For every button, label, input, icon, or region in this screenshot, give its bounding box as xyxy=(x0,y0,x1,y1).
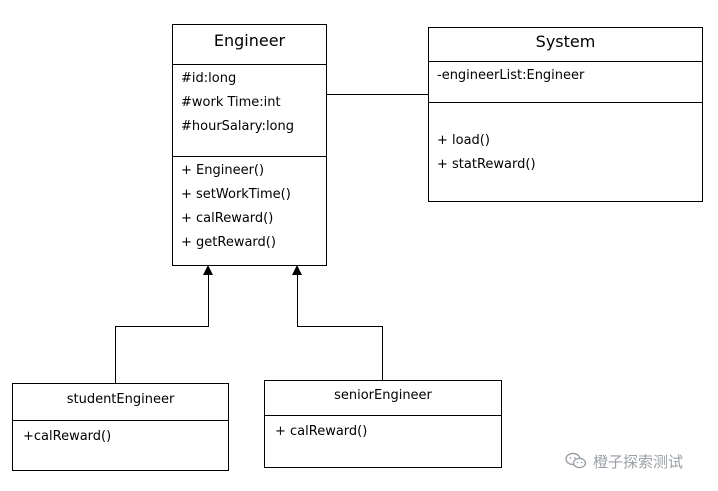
senior-engineer-method: + calReward() xyxy=(275,424,368,439)
system-attributes: -engineerList:Engineer xyxy=(429,62,702,103)
engineer-attributes: #id:long #work Time:int #hourSalary:long xyxy=(173,65,326,157)
student-engineer-methods: +calReward() xyxy=(13,421,228,449)
senior-engineer-methods: + calReward() xyxy=(265,416,501,444)
system-class-name: System xyxy=(429,28,702,62)
watermark-text: 橙子探索测试 xyxy=(593,452,684,471)
senior-engineer-class: seniorEngineer + calReward() xyxy=(264,380,502,468)
system-method: + statReward() xyxy=(437,157,536,172)
engineer-method: + Engineer() xyxy=(181,163,265,178)
senior-engineer-class-name: seniorEngineer xyxy=(265,381,501,416)
engineer-attribute: #work Time:int xyxy=(181,95,281,110)
engineer-method: + calReward() xyxy=(181,211,274,226)
student-generalization-arrowhead xyxy=(203,265,213,275)
engineer-attribute: #hourSalary:long xyxy=(181,119,294,134)
system-class: System -engineerList:Engineer + load() +… xyxy=(428,27,703,202)
system-attribute: -engineerList:Engineer xyxy=(437,68,585,83)
wechat-icon xyxy=(565,452,587,470)
student-generalization-vertical-bottom xyxy=(115,326,116,384)
engineer-attribute: #id:long xyxy=(181,71,237,86)
student-engineer-class: studentEngineer +calReward() xyxy=(12,383,229,471)
student-engineer-class-name: studentEngineer xyxy=(13,384,228,421)
association-line xyxy=(327,94,428,95)
student-generalization-vertical-top xyxy=(208,274,209,327)
engineer-methods: + Engineer() + setWorkTime() + calReward… xyxy=(173,157,326,255)
senior-generalization-vertical-top xyxy=(297,274,298,327)
engineer-method: + getReward() xyxy=(181,235,276,250)
engineer-class-name: Engineer xyxy=(173,25,326,65)
engineer-class: Engineer #id:long #work Time:int #hourSa… xyxy=(172,24,327,266)
watermark: 橙子探索测试 xyxy=(565,448,715,474)
senior-generalization-horizontal xyxy=(297,326,383,327)
student-engineer-method: +calReward() xyxy=(23,429,112,444)
student-generalization-horizontal xyxy=(115,326,209,327)
senior-generalization-vertical-bottom xyxy=(382,326,383,381)
system-methods: + load() + statReward() xyxy=(429,103,702,177)
senior-generalization-arrowhead xyxy=(292,265,302,275)
system-method: + load() xyxy=(437,133,490,148)
engineer-method: + setWorkTime() xyxy=(181,187,291,202)
